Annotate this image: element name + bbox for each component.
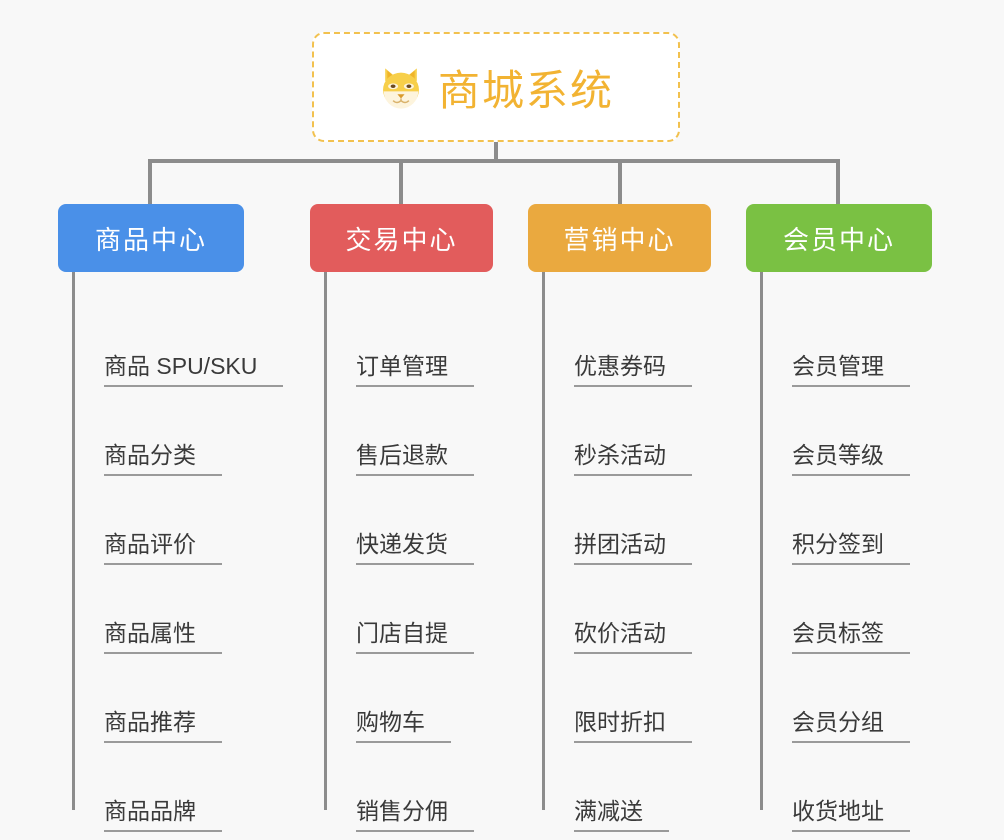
subitem-label: 会员分组 (792, 709, 910, 743)
category-box-member-center[interactable]: 会员中心 (746, 204, 932, 272)
list-item[interactable]: 订单管理 (310, 298, 493, 387)
connector-drop-4 (836, 159, 840, 205)
list-item[interactable]: 会员分组 (746, 654, 932, 743)
category-label: 商品中心 (94, 224, 207, 255)
list-item[interactable]: 快递发货 (310, 476, 493, 565)
list-item[interactable]: 售后退款 (310, 387, 493, 476)
subitem-label: 商品分类 (104, 442, 222, 476)
subitem-label: 销售分佣 (356, 798, 474, 832)
category-column-2: 交易中心 订单管理 售后退款 快递发货 门店自提 购物车 销售分佣 (310, 204, 493, 832)
category-box-marketing-center[interactable]: 营销中心 (528, 204, 711, 272)
subitem-label: 订单管理 (356, 353, 474, 387)
subitem-label: 砍价活动 (574, 620, 692, 654)
subitem-label: 限时折扣 (574, 709, 692, 743)
subitem-label: 会员管理 (792, 353, 910, 387)
subitem-list-1: 商品 SPU/SKU 商品分类 商品评价 商品属性 商品推荐 商品品牌 (58, 272, 284, 832)
subitem-label: 商品评价 (104, 531, 222, 565)
subitem-list-4: 会员管理 会员等级 积分签到 会员标签 会员分组 收货地址 (746, 272, 932, 832)
list-item[interactable]: 商品推荐 (58, 654, 244, 743)
connector-drop-1 (148, 159, 152, 205)
list-item[interactable]: 会员管理 (746, 298, 932, 387)
subitem-list-3: 优惠券码 秒杀活动 拼团活动 砍价活动 限时折扣 满减送 (528, 272, 711, 832)
list-item[interactable]: 商品属性 (58, 565, 244, 654)
subitem-label: 秒杀活动 (574, 442, 692, 476)
list-item[interactable]: 会员标签 (746, 565, 932, 654)
category-box-trade-center[interactable]: 交易中心 (310, 204, 493, 272)
shiba-dog-face-icon (378, 64, 424, 110)
list-item[interactable]: 会员等级 (746, 387, 932, 476)
subitem-label: 商品品牌 (104, 798, 222, 832)
subitem-label: 会员等级 (792, 442, 910, 476)
list-item[interactable]: 满减送 (528, 743, 711, 832)
connector-drop-2 (399, 159, 403, 205)
subitem-label: 积分签到 (792, 531, 910, 565)
category-box-product-center[interactable]: 商品中心 (58, 204, 244, 272)
list-item[interactable]: 砍价活动 (528, 565, 711, 654)
list-item[interactable]: 收货地址 (746, 743, 932, 832)
subitem-label: 满减送 (574, 798, 669, 832)
subitem-label: 购物车 (356, 709, 451, 743)
list-item[interactable]: 秒杀活动 (528, 387, 711, 476)
list-item[interactable]: 积分签到 (746, 476, 932, 565)
list-item[interactable]: 限时折扣 (528, 654, 711, 743)
connector-horizontal-bus (148, 159, 840, 163)
category-column-1: 商品中心 商品 SPU/SKU 商品分类 商品评价 商品属性 商品推荐 商品品牌 (58, 204, 284, 832)
subitem-label: 快递发货 (356, 531, 474, 565)
category-column-3: 营销中心 优惠券码 秒杀活动 拼团活动 砍价活动 限时折扣 满减送 (528, 204, 711, 832)
connector-root-stem (494, 142, 498, 162)
category-label: 营销中心 (563, 224, 676, 255)
list-item[interactable]: 门店自提 (310, 565, 493, 654)
subitem-label: 商品 SPU/SKU (104, 353, 284, 387)
page-title: 商城系统 (437, 66, 614, 114)
list-item[interactable]: 商品品牌 (58, 743, 244, 832)
subitem-label: 售后退款 (356, 442, 474, 476)
subitem-list-2: 订单管理 售后退款 快递发货 门店自提 购物车 销售分佣 (310, 272, 493, 832)
root-node-system[interactable]: 商城系统 (312, 32, 680, 142)
list-item[interactable]: 拼团活动 (528, 476, 711, 565)
subitem-label: 会员标签 (792, 620, 910, 654)
subitem-label: 门店自提 (356, 620, 474, 654)
category-label: 交易中心 (345, 224, 458, 255)
subitem-label: 商品属性 (104, 620, 222, 654)
subitem-label: 收货地址 (792, 798, 910, 832)
subitem-label: 优惠券码 (574, 353, 692, 387)
list-item[interactable]: 商品 SPU/SKU (58, 298, 284, 387)
connector-drop-3 (618, 159, 622, 205)
list-item[interactable]: 商品评价 (58, 476, 244, 565)
list-item[interactable]: 销售分佣 (310, 743, 493, 832)
list-item[interactable]: 购物车 (310, 654, 493, 743)
subitem-label: 商品推荐 (104, 709, 222, 743)
subitem-label: 拼团活动 (574, 531, 692, 565)
category-label: 会员中心 (782, 224, 895, 255)
list-item[interactable]: 商品分类 (58, 387, 244, 476)
list-item[interactable]: 优惠券码 (528, 298, 711, 387)
category-column-4: 会员中心 会员管理 会员等级 积分签到 会员标签 会员分组 收货地址 (746, 204, 932, 832)
